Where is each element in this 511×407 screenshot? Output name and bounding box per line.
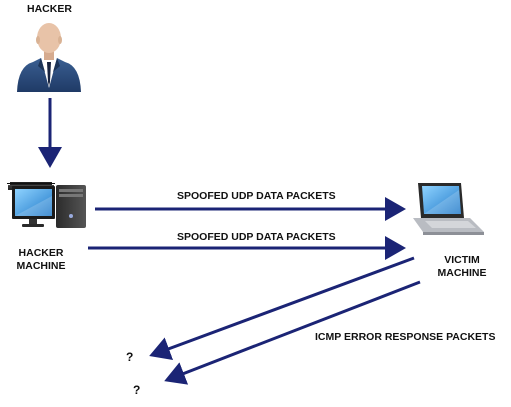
arrow-icmp-response-1 [149,256,415,361]
victim-machine-label: VICTIM MACHINE [432,254,492,280]
hacker-machine-label: HACKER MACHINE [11,247,71,273]
tower-icon [56,185,86,228]
hacker-machine-label-line1: HACKER [18,247,64,259]
unknown-recipient-2: ? [133,383,141,397]
unknown-recipient-1: ? [126,350,134,364]
hacker-avatar-icon [17,23,81,92]
hacker-machine-label-line2: MACHINE [16,260,66,272]
icmp-response-label: ICMP ERROR RESPONSE PACKETS [315,331,496,343]
arrow-icmp-response-2 [164,280,421,385]
victim-machine-label-line2: MACHINE [437,267,487,279]
monitor-icon [12,186,55,227]
spoofed-udp-label-1: SPOOFED UDP DATA PACKETS [177,190,336,202]
victim-machine-label-line1: VICTIM [444,254,480,266]
hacker-label: HACKER [27,3,72,15]
laptop-icon [413,183,484,235]
spoofed-udp-label-2: SPOOFED UDP DATA PACKETS [177,231,336,243]
